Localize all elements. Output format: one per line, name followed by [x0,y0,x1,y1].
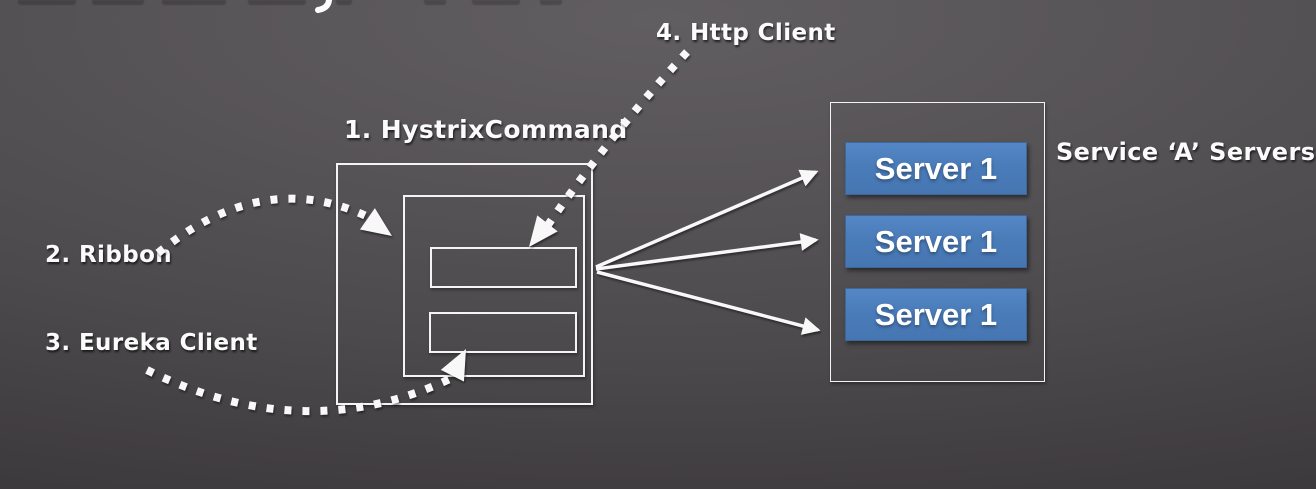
server-arrow-1 [595,169,819,269]
server-arrows [595,169,821,335]
server-arrow-3 [596,270,821,335]
server-chip-label: Server 1 [874,296,998,332]
inner-rect-bottom [429,312,577,353]
server-chip-label: Server 1 [874,150,998,186]
server-chip: Server 1 [845,215,1027,268]
label-eureka-client: 3. Eureka Client [45,330,258,356]
server-chip: Server 1 [845,288,1027,341]
servers-group-box [830,102,1045,382]
hystrix-command-box [336,163,593,405]
inner-rect-top [430,247,577,288]
server-arrow-2 [595,233,819,271]
server-chip: Server 1 [845,142,1027,195]
title-descender-glyph [315,0,333,13]
label-hystrix-command: 1. HystrixCommand [344,115,628,144]
label-ribbon: 2. Ribbon [45,242,173,268]
server-chip-label: Server 1 [874,223,998,259]
label-http-client: 4. Http Client [656,20,836,46]
label-service-a-servers: Service ‘A’ Servers [1056,138,1316,166]
hystrix-inner-box [403,195,585,377]
